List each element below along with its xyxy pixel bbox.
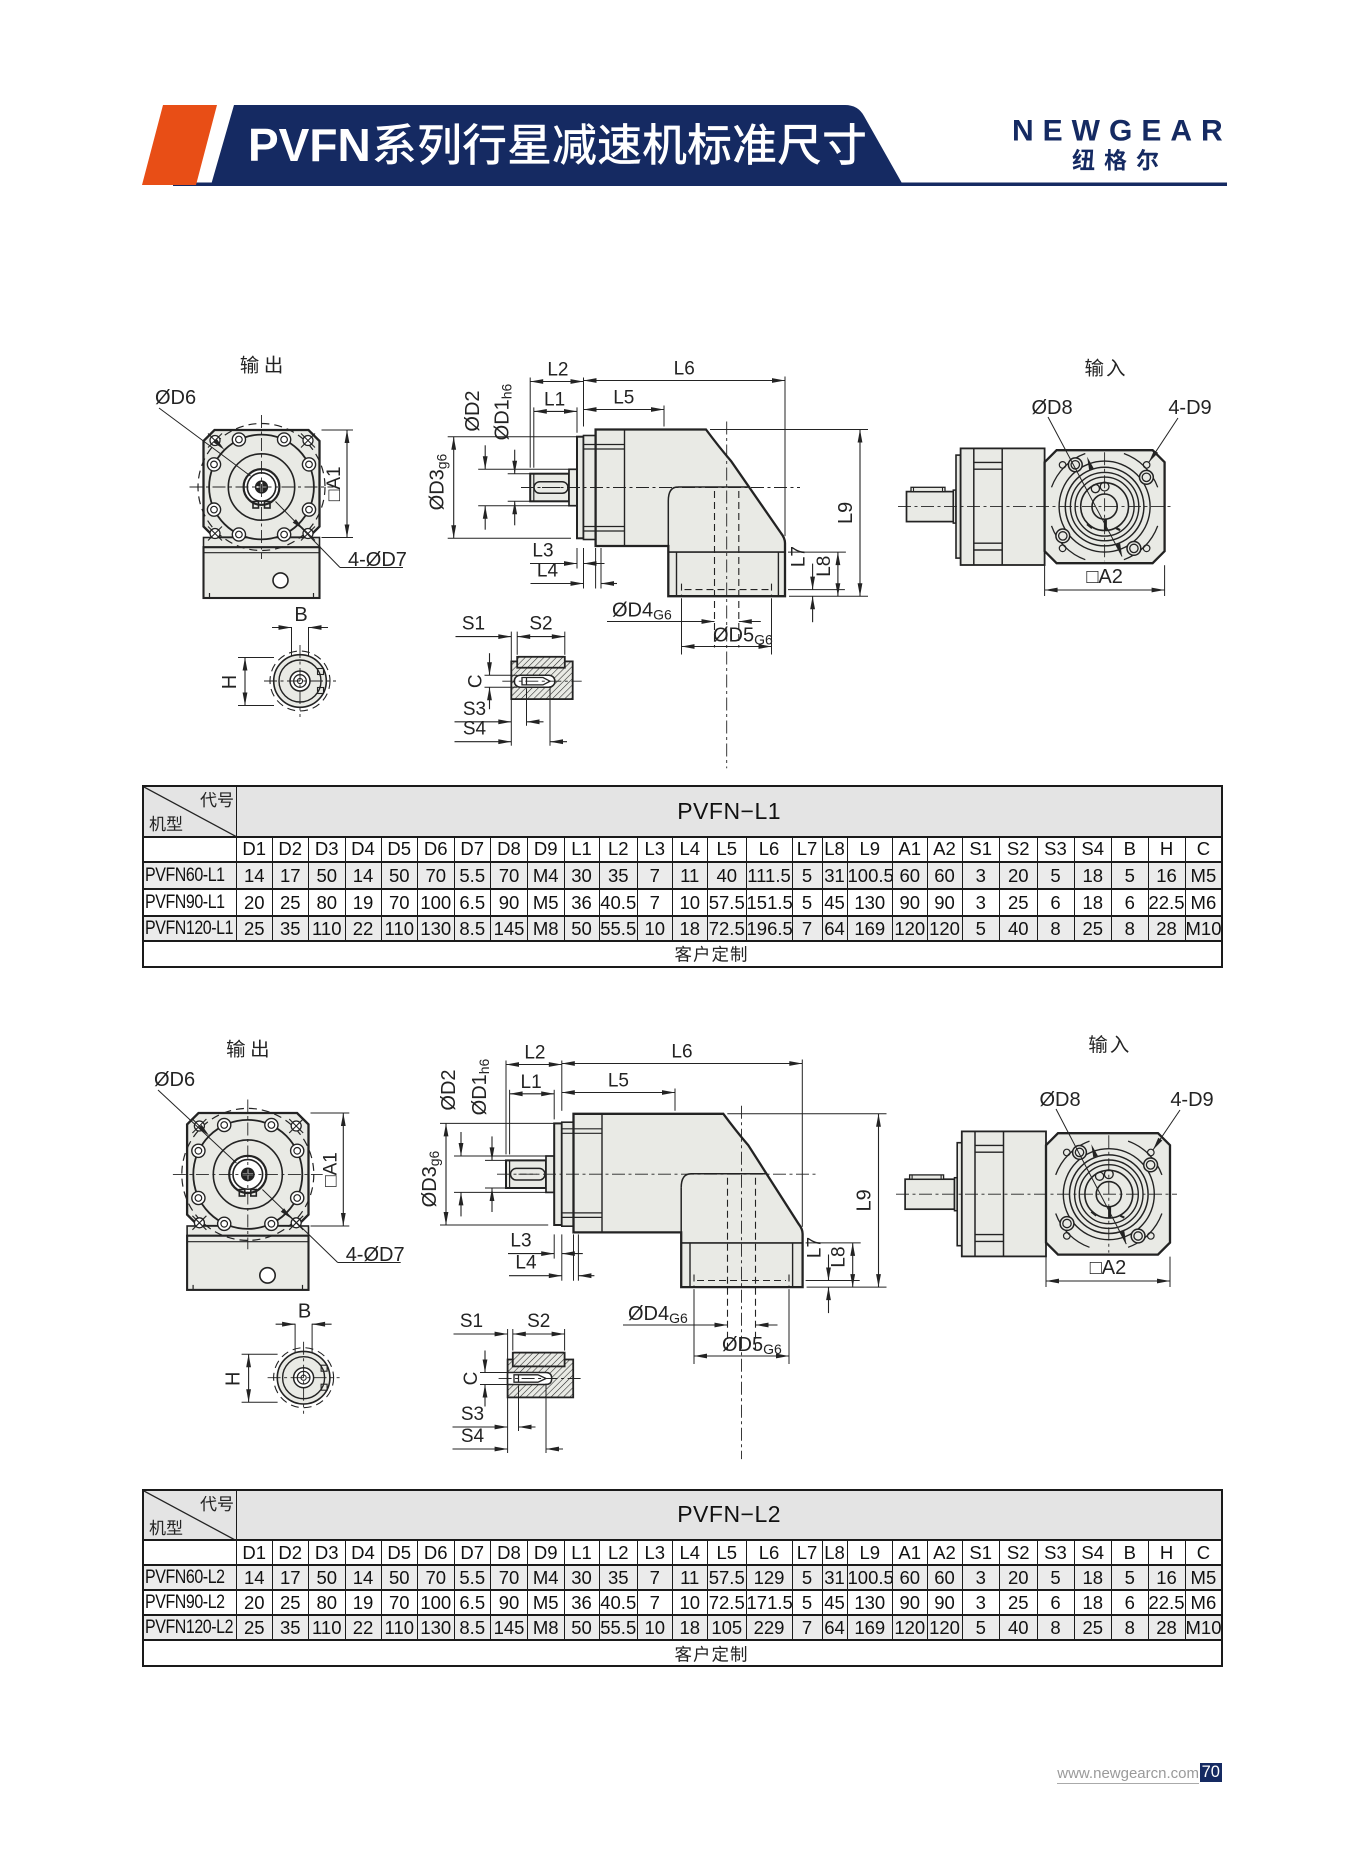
svg-text:L8: L8 bbox=[814, 556, 835, 577]
svg-text:4-D9: 4-D9 bbox=[1168, 397, 1211, 419]
svg-text:□A2: □A2 bbox=[1086, 566, 1123, 588]
svg-text:H: H bbox=[223, 1371, 245, 1385]
svg-text:ØD8: ØD8 bbox=[1039, 1089, 1080, 1111]
svg-text:B: B bbox=[298, 1301, 311, 1323]
svg-text:4-ØD7: 4-ØD7 bbox=[348, 549, 407, 571]
svg-text:ØD5G6: ØD5G6 bbox=[713, 625, 773, 648]
svg-text:□A2: □A2 bbox=[1090, 1257, 1127, 1279]
svg-text:□A1: □A1 bbox=[320, 1152, 341, 1187]
svg-text:L5: L5 bbox=[613, 388, 634, 409]
svg-text:ØD6: ØD6 bbox=[154, 1069, 195, 1091]
svg-text:S2: S2 bbox=[529, 614, 552, 635]
svg-text:L2: L2 bbox=[524, 1043, 545, 1064]
svg-text:4-D9: 4-D9 bbox=[1170, 1089, 1213, 1111]
svg-text:ØD8: ØD8 bbox=[1031, 397, 1072, 419]
svg-text:NEWGEAR: NEWGEAR bbox=[1012, 115, 1232, 148]
svg-text:S3: S3 bbox=[461, 1404, 484, 1425]
svg-text:L9: L9 bbox=[835, 502, 857, 524]
svg-text:ØD6: ØD6 bbox=[155, 387, 196, 409]
svg-text:L6: L6 bbox=[671, 1042, 692, 1063]
svg-text:C: C bbox=[466, 674, 487, 688]
svg-text:L4: L4 bbox=[515, 1253, 537, 1274]
svg-text:L8: L8 bbox=[829, 1246, 850, 1267]
svg-text:ØD3g6: ØD3g6 bbox=[419, 1150, 442, 1207]
svg-text:L6: L6 bbox=[674, 359, 695, 380]
svg-text:ØD1h6: ØD1h6 bbox=[492, 383, 515, 440]
svg-text:S4: S4 bbox=[461, 1426, 485, 1447]
svg-text:L7: L7 bbox=[789, 546, 810, 567]
svg-text:L5: L5 bbox=[608, 1071, 629, 1092]
svg-text:L1: L1 bbox=[544, 389, 565, 410]
svg-text:ØD5G6: ØD5G6 bbox=[722, 1334, 782, 1357]
svg-text:L3: L3 bbox=[510, 1231, 531, 1252]
svg-text:S2: S2 bbox=[527, 1311, 550, 1332]
svg-text:ØD2: ØD2 bbox=[462, 390, 484, 431]
svg-text:S1: S1 bbox=[462, 614, 485, 635]
svg-text:ØD2: ØD2 bbox=[438, 1069, 460, 1110]
svg-text:S4: S4 bbox=[463, 719, 487, 740]
svg-text:ØD4G6: ØD4G6 bbox=[612, 600, 672, 623]
svg-text:ØD4G6: ØD4G6 bbox=[628, 1303, 688, 1326]
svg-text:4-ØD7: 4-ØD7 bbox=[346, 1244, 405, 1266]
svg-text:L4: L4 bbox=[537, 561, 559, 582]
svg-text:L3: L3 bbox=[532, 541, 553, 562]
svg-text:ØD1h6: ØD1h6 bbox=[469, 1058, 492, 1115]
svg-text:L1: L1 bbox=[521, 1072, 542, 1093]
svg-text:S3: S3 bbox=[463, 699, 486, 720]
svg-text:H: H bbox=[219, 675, 241, 689]
svg-text:□A1: □A1 bbox=[324, 466, 345, 501]
svg-text:L9: L9 bbox=[854, 1189, 876, 1211]
svg-text:PVFN: PVFN bbox=[248, 119, 371, 171]
svg-text:L2: L2 bbox=[547, 360, 568, 381]
svg-text:L7: L7 bbox=[805, 1237, 826, 1258]
svg-text:ØD3g6: ØD3g6 bbox=[427, 453, 450, 510]
svg-text:C: C bbox=[461, 1372, 482, 1386]
svg-text:S1: S1 bbox=[460, 1311, 483, 1332]
svg-text:B: B bbox=[294, 604, 307, 626]
